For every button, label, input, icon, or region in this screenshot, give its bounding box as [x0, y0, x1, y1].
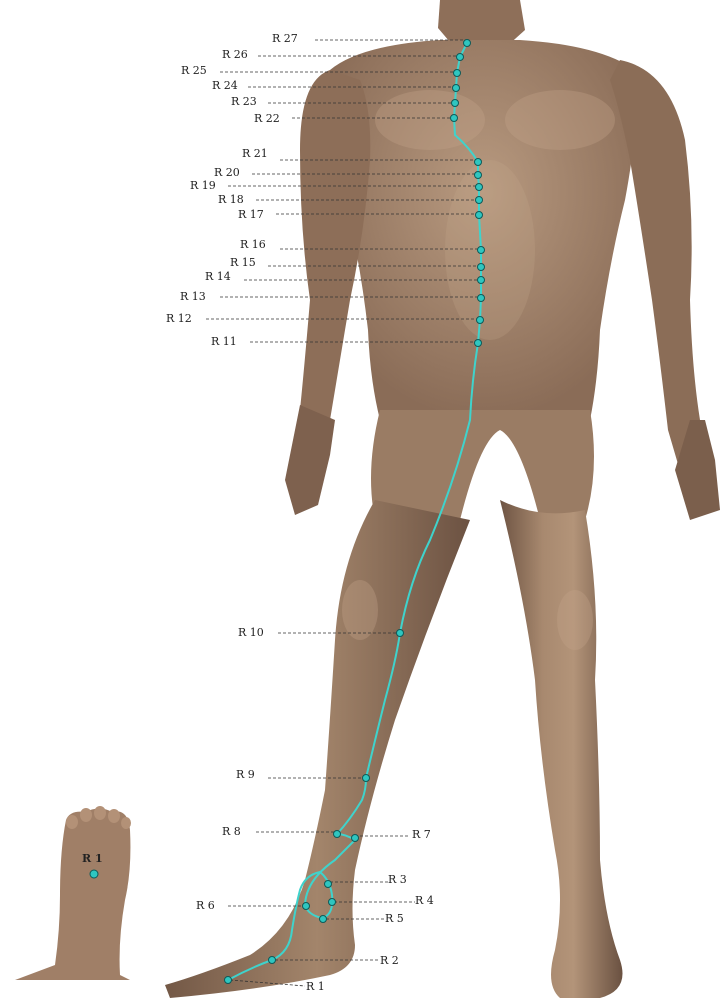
toe-4	[108, 809, 120, 823]
point-r3-label: R 3	[388, 873, 407, 886]
point-r16-label: R 16	[240, 238, 266, 251]
foot-point-label: R 1	[82, 852, 103, 865]
point-r23-marker	[452, 100, 459, 107]
point-r2-label: R 2	[380, 954, 399, 967]
point-r25-marker	[454, 70, 461, 77]
point-r19-label: R 19	[190, 179, 216, 192]
point-r19-marker	[476, 184, 483, 191]
point-r24-marker	[453, 85, 460, 92]
right-hand	[285, 405, 335, 515]
point-r22-label: R 22	[254, 112, 280, 125]
point-r10-label: R 10	[238, 626, 264, 639]
point-r22-marker	[451, 115, 458, 122]
right-arm-upper	[300, 70, 370, 420]
point-r3-marker	[325, 881, 332, 888]
point-r21-marker	[475, 159, 482, 166]
point-r20-marker	[475, 172, 482, 179]
point-r2-marker	[269, 957, 276, 964]
toe-5	[121, 817, 131, 829]
point-r15-label: R 15	[230, 256, 256, 269]
toe-2	[80, 808, 92, 822]
chest-highlight-2	[505, 90, 615, 150]
pelvis	[371, 410, 594, 520]
point-r9-label: R 9	[236, 768, 255, 781]
point-r26-label: R 26	[222, 48, 248, 61]
point-r12-marker	[477, 317, 484, 324]
point-r20-label: R 20	[214, 166, 240, 179]
point-r14-marker	[478, 277, 485, 284]
point-r5-label: R 5	[385, 912, 404, 925]
point-r27-marker	[464, 40, 471, 47]
knee-highlight-2	[557, 590, 593, 650]
point-r24-label: R 24	[212, 79, 238, 92]
point-r17-label: R 17	[238, 208, 264, 221]
point-r1-marker	[225, 977, 232, 984]
point-r27-label: R 27	[272, 32, 298, 45]
point-r11-marker	[475, 340, 482, 347]
point-r15-marker	[478, 264, 485, 271]
toe-3	[94, 806, 106, 820]
chest-highlight	[375, 90, 485, 150]
point-r8-label: R 8	[222, 825, 241, 838]
point-r5-marker	[320, 916, 327, 923]
foot-point-marker	[90, 870, 98, 878]
point-r13-marker	[478, 295, 485, 302]
foot-sole-inset: R 1	[15, 806, 131, 980]
point-r18-label: R 18	[218, 193, 244, 206]
point-r17-marker	[476, 212, 483, 219]
point-r8-marker	[334, 831, 341, 838]
knee-highlight	[342, 580, 378, 640]
point-r6-marker	[303, 903, 310, 910]
point-r18-marker	[476, 197, 483, 204]
point-r7-label: R 7	[412, 828, 431, 841]
point-r9-marker	[363, 775, 370, 782]
abdomen-highlight	[445, 160, 535, 340]
point-r10-marker	[397, 630, 404, 637]
point-r14-label: R 14	[205, 270, 231, 283]
left-leg	[500, 500, 623, 998]
point-r25-label: R 25	[181, 64, 207, 77]
point-r7-marker	[352, 835, 359, 842]
point-r16-marker	[478, 247, 485, 254]
point-r23-label: R 23	[231, 95, 257, 108]
point-r4-label: R 4	[415, 894, 434, 907]
toe-1	[66, 815, 78, 829]
right-leg	[165, 500, 470, 998]
point-r26-marker	[457, 54, 464, 61]
foot-sole	[15, 809, 130, 981]
point-r13-label: R 13	[180, 290, 206, 303]
point-r4-marker	[329, 899, 336, 906]
point-r1-label: R 1	[306, 980, 325, 993]
point-r6-label: R 6	[196, 899, 215, 912]
point-r21-label: R 21	[242, 147, 268, 160]
point-r11-label: R 11	[211, 335, 237, 348]
point-r12-label: R 12	[166, 312, 192, 325]
